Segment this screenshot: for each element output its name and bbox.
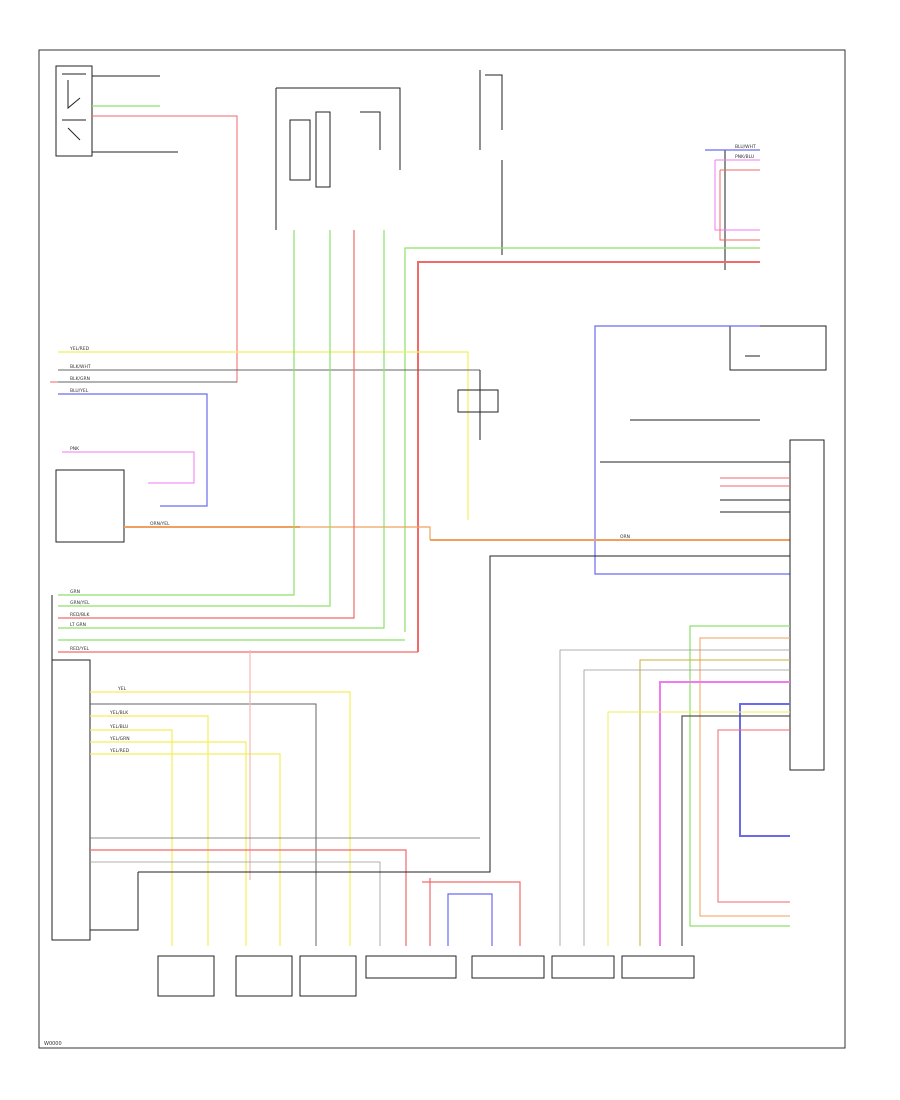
- wire-red-1: [58, 230, 355, 619]
- bottom-component-4: [365, 955, 457, 979]
- wire-bl-black2: [138, 555, 790, 873]
- wire-rl-yellow: [639, 659, 790, 946]
- wire-yellow-v2: [90, 715, 209, 946]
- wire-pink-left: [62, 451, 195, 484]
- wire-rl-blue: [739, 703, 790, 837]
- label-yel-grn: YEL/GRN: [109, 736, 130, 742]
- wire-rt-red: [719, 169, 760, 241]
- wire-green-1: [58, 230, 295, 596]
- bottom-component-2: [235, 955, 293, 997]
- center-relay: [457, 370, 499, 440]
- label-red-yel: RED/YEL: [70, 646, 90, 652]
- label-yel-blu: YEL/BLU: [109, 724, 128, 730]
- upper-relay-component: [479, 70, 503, 255]
- label-blk-wht: BLK/WHT: [70, 364, 91, 370]
- wire-rl-red: [717, 729, 790, 903]
- bottom-component-1: [157, 955, 215, 997]
- wire-bc-blue: [447, 893, 493, 946]
- clock-spring-component: [275, 87, 401, 230]
- wire-orange-link: [300, 526, 431, 540]
- wire-bc-red2: [422, 881, 521, 946]
- wire-bl-red: [90, 849, 407, 946]
- wire-green-long-top: [404, 247, 760, 632]
- wire-bl-black: [90, 872, 139, 931]
- diagram-reference-code: W0000: [44, 1041, 62, 1047]
- wire-rt-pink: [714, 159, 760, 231]
- wire-blue-loop: [594, 325, 790, 575]
- label-yel-blk: YEL/BLK: [109, 710, 129, 716]
- wire-rl-green: [689, 625, 790, 927]
- wire-rl-yellow2: [607, 711, 790, 946]
- wire-yellow-v5: [90, 753, 281, 946]
- wire-blue-h: [58, 393, 208, 507]
- wire-red-long-top: [417, 261, 760, 652]
- label-grn-yel: GRN/YEL: [70, 600, 90, 606]
- wire-rl-gray2: [559, 649, 790, 946]
- label-orn: ORN: [620, 534, 630, 540]
- wire-yellow-h: [58, 351, 469, 520]
- wire-bl-gray2: [90, 861, 381, 946]
- left-main-connector: [51, 595, 91, 941]
- label-blu-wht: BLU/WHT: [735, 144, 756, 150]
- label-pink: PNK: [70, 446, 80, 452]
- label-blk-grn: BLK/GRN: [70, 376, 90, 382]
- wire-green-3: [58, 230, 385, 629]
- label-blu-yel: BLU/YEL: [70, 388, 89, 394]
- bottom-component-6: [551, 955, 615, 979]
- bottom-component-5: [471, 955, 545, 979]
- wire-yellow-v4: [90, 741, 247, 946]
- top-left-switch-component: [55, 65, 93, 157]
- wire-rl-gray3: [583, 669, 790, 946]
- wire-yellow-v1: [90, 691, 351, 946]
- bottom-component-7: [621, 955, 695, 979]
- right-middle-connector: [789, 439, 825, 771]
- label-yel-red2: YEL/RED: [109, 748, 130, 754]
- left-mid-module: [55, 469, 125, 543]
- diagram-frame: [38, 49, 846, 1049]
- label-yel-red: YEL/RED: [69, 346, 90, 352]
- right-upper-mid-component: [729, 325, 827, 371]
- wire-rl-pink: [659, 681, 790, 946]
- wire-gray-v1: [90, 703, 317, 946]
- label-pnk-blu: PNK/BLU: [735, 154, 754, 160]
- wire-green-2: [58, 230, 331, 607]
- label-orn-yel: ORN/YEL: [150, 521, 170, 527]
- wire-rl-gray: [681, 715, 790, 946]
- bottom-component-3: [299, 955, 357, 997]
- label-grn: GRN: [70, 589, 80, 595]
- label-red-blk: RED/BLK: [70, 612, 91, 618]
- wire-rl-orange: [699, 637, 790, 917]
- label-yel: YEL: [117, 686, 127, 692]
- wire-yellow-v3: [90, 729, 173, 946]
- label-lt-grn: LT GRN: [70, 622, 86, 628]
